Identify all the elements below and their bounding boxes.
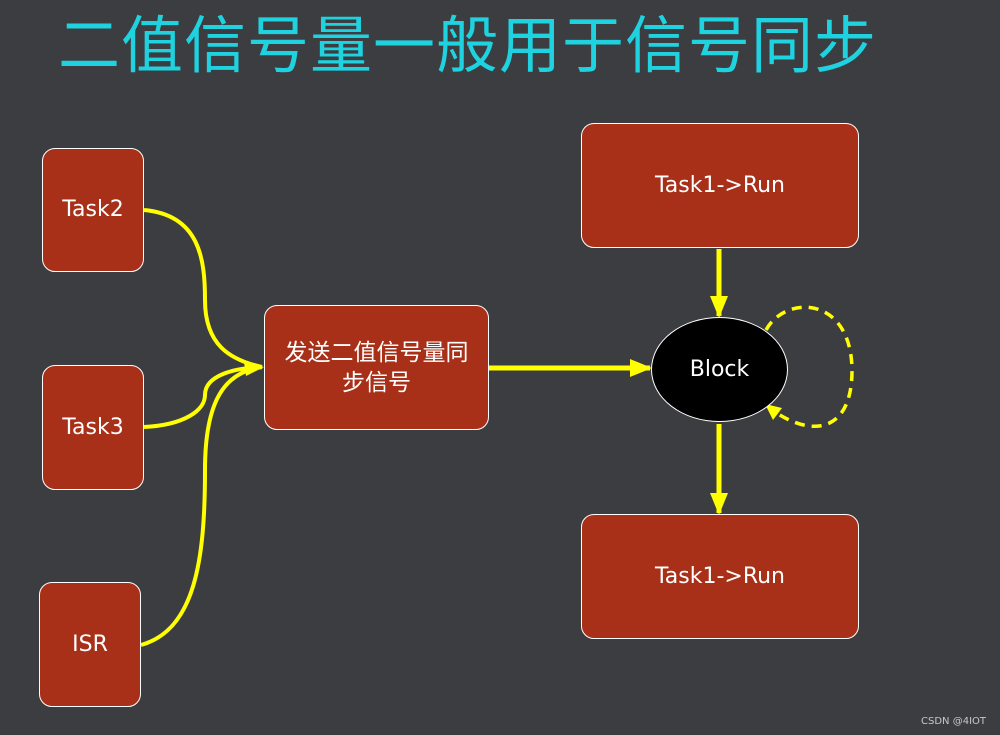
task2-to-sender-curve — [143, 208, 263, 369]
isr-label: ISR — [72, 631, 108, 657]
task2-node: Task2 — [42, 148, 144, 272]
task3-label: Task3 — [62, 414, 124, 440]
watermark: CSDN @4IOT — [921, 716, 986, 727]
task2-label: Task2 — [62, 197, 124, 222]
page-title: 二值信号量一般用于信号同步 — [58, 9, 878, 82]
sender-node: 发送二值信号量同步信号 — [264, 305, 489, 430]
task1-run-top-label: Task1->Run — [654, 172, 786, 198]
task3-to-sender-curve — [143, 365, 263, 429]
isr-to-sender-curve — [140, 365, 263, 647]
isr-node: ISR — [39, 582, 141, 707]
block-node: Block — [651, 317, 788, 422]
task1-run-top-node: Task1->Run — [581, 123, 859, 248]
task1-run-bottom-label: Task1->Run — [654, 563, 786, 589]
task1-run-bottom-node: Task1->Run — [581, 514, 859, 639]
sender-label: 发送二值信号量同步信号 — [284, 339, 469, 396]
block-label: Block — [689, 357, 750, 382]
self-loop-arrowhead — [765, 404, 782, 420]
sender-arrowhead — [244, 362, 264, 376]
task3-node: Task3 — [42, 365, 144, 490]
block-self-loop-dashed — [764, 305, 854, 428]
